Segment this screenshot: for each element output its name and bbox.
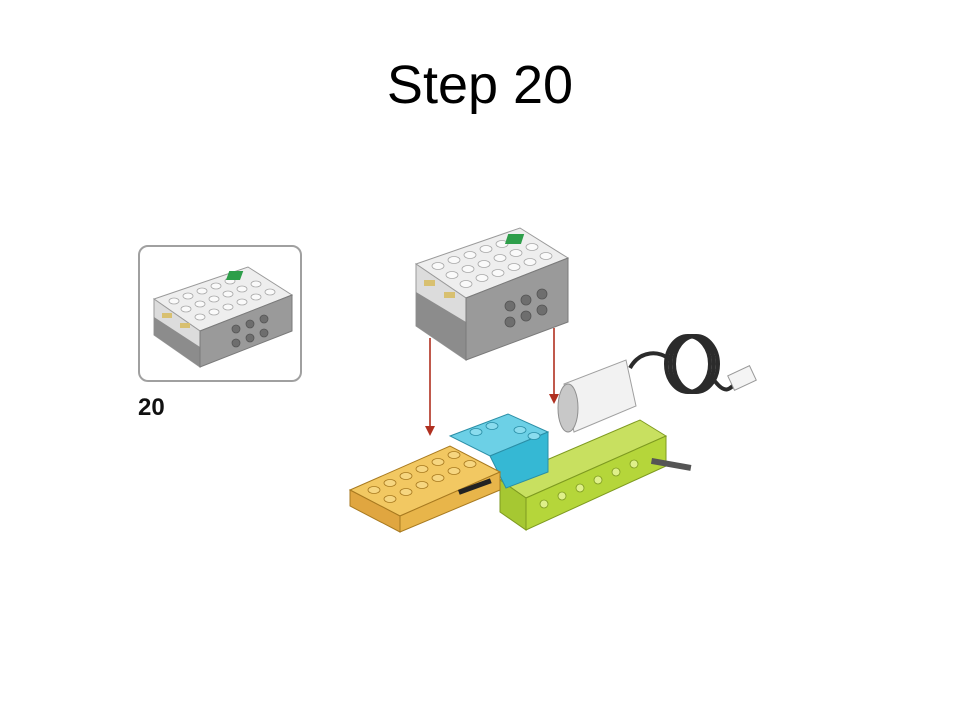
motor-part	[557, 359, 637, 433]
green-base-part	[498, 419, 692, 531]
parts-callout-box	[138, 245, 302, 382]
slide-title: Step 20	[386, 55, 574, 115]
lego-model-illustration	[330, 210, 790, 550]
smarthub-part	[414, 227, 570, 361]
placement-arrow-icon	[425, 328, 559, 436]
step-number-label: 20	[138, 394, 165, 421]
smarthub-icon	[152, 266, 294, 368]
blue-brick-part	[448, 413, 550, 489]
motor-cable	[628, 334, 740, 394]
yellow-brick-part	[348, 445, 502, 533]
cable-connector	[727, 365, 757, 391]
